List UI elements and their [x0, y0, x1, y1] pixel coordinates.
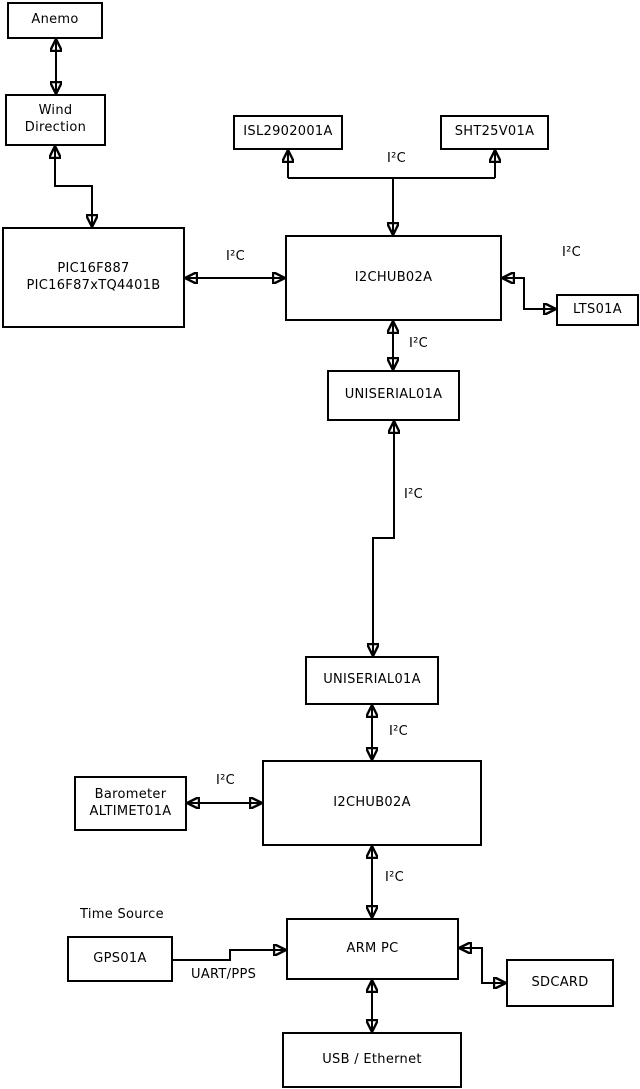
node-wind-direction: Wind Direction [5, 94, 106, 146]
edge-label-i2c-hub-uniserial: I²C [409, 336, 429, 351]
edge-label-i2c-uniserial-link: I²C [404, 487, 424, 502]
node-isl2902001a: ISL2902001A [233, 115, 343, 150]
edge-armpc-sdcard [459, 948, 506, 983]
label-time-source: Time Source [80, 907, 164, 922]
node-lts01a: LTS01A [556, 294, 639, 326]
node-anemo-label: Anemo [31, 12, 79, 28]
node-pic16f887: PIC16F887 PIC16F87xTQ4401B [2, 227, 185, 328]
node-sht25v01a: SHT25V01A [440, 115, 549, 150]
node-sht25v01a-label: SHT25V01A [454, 124, 535, 140]
edge-label-i2c-hub2-armpc: I²C [385, 870, 405, 885]
node-barometer-altimet01a: Barometer ALTIMET01A [74, 776, 187, 831]
node-anemo: Anemo [7, 2, 103, 39]
edge-label-i2c-hub-lts: I²C [562, 245, 582, 260]
node-pic16f887-label: PIC16F887 PIC16F87xTQ4401B [26, 260, 161, 293]
node-wind-direction-label: Wind Direction [24, 103, 87, 135]
edge-label-i2c-uniserial-hub2: I²C [389, 724, 409, 739]
node-barometer-altimet01a-label: Barometer ALTIMET01A [89, 786, 172, 819]
node-usb-ethernet-label: USB / Ethernet [322, 1051, 422, 1067]
edge-uniserial-top-uniserial-bottom [373, 421, 394, 656]
node-i2chub02a-top: I2CHUB02A [285, 235, 502, 321]
node-sdcard-label: SDCARD [531, 974, 589, 990]
edge-i2chub-top-lts [502, 278, 556, 309]
node-i2chub02a-bottom-label: I2CHUB02A [333, 794, 411, 810]
node-lts01a-label: LTS01A [573, 301, 622, 317]
node-arm-pc-label: ARM PC [346, 940, 399, 956]
node-gps01a-label: GPS01A [93, 950, 147, 966]
node-uniserial01a-bottom: UNISERIAL01A [305, 656, 439, 705]
edge-label-uart-pps: UART/PPS [191, 967, 257, 982]
edge-label-i2c-barometer: I²C [216, 773, 236, 788]
node-uniserial01a-top-label: UNISERIAL01A [344, 387, 443, 403]
node-isl2902001a-label: ISL2902001A [243, 124, 333, 140]
edge-winddirection-pic [55, 146, 92, 227]
edge-label-i2c-pic-hub: I²C [226, 249, 246, 264]
node-uniserial01a-top: UNISERIAL01A [327, 370, 460, 421]
node-i2chub02a-bottom: I2CHUB02A [262, 760, 482, 846]
node-i2chub02a-top-label: I2CHUB02A [354, 269, 433, 285]
node-uniserial01a-bottom-label: UNISERIAL01A [323, 672, 421, 688]
edge-label-i2c-bus: I²C [387, 151, 407, 166]
node-sdcard: SDCARD [506, 959, 614, 1007]
node-arm-pc: ARM PC [286, 918, 459, 980]
node-gps01a: GPS01A [67, 936, 173, 982]
edge-gps-armpc [173, 950, 286, 961]
node-usb-ethernet: USB / Ethernet [282, 1032, 462, 1088]
